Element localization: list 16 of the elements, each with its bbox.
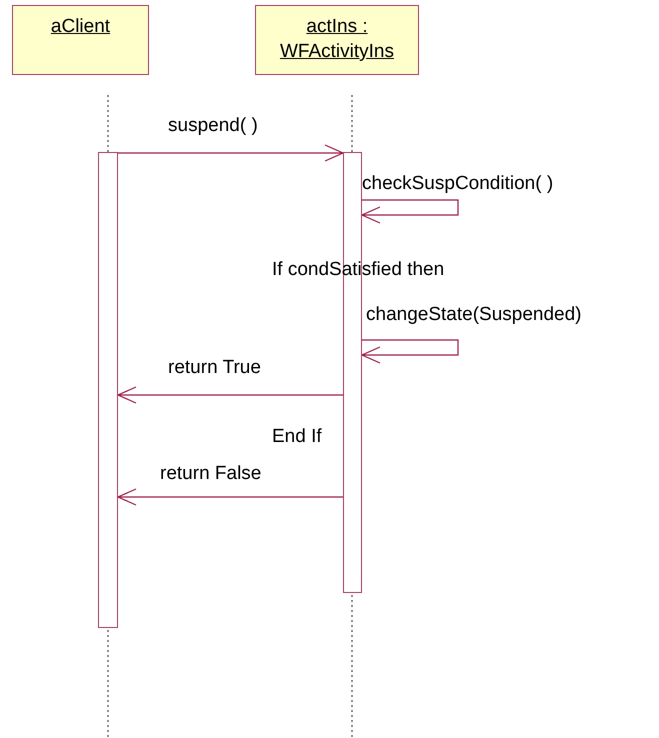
message-arrow: [117, 386, 343, 404]
message-arrow: [361, 339, 459, 364]
message-arrow: [361, 199, 459, 224]
object-box: [12, 5, 149, 75]
object-name: actIns : WFActivityIns: [278, 15, 395, 64]
object-box: [255, 5, 419, 75]
condition-note: End If: [272, 425, 322, 449]
message-label: checkSuspCondition( ): [362, 172, 554, 196]
object-name: aClient: [50, 15, 110, 39]
message-label: changeState(Suspended): [366, 303, 582, 327]
message-arrow: [118, 144, 344, 162]
activation-bar: [98, 152, 118, 628]
message-label: return False: [160, 462, 262, 486]
message-label: suspend( ): [168, 114, 258, 138]
message-label: return True: [168, 356, 261, 380]
message-arrow: [117, 488, 343, 506]
